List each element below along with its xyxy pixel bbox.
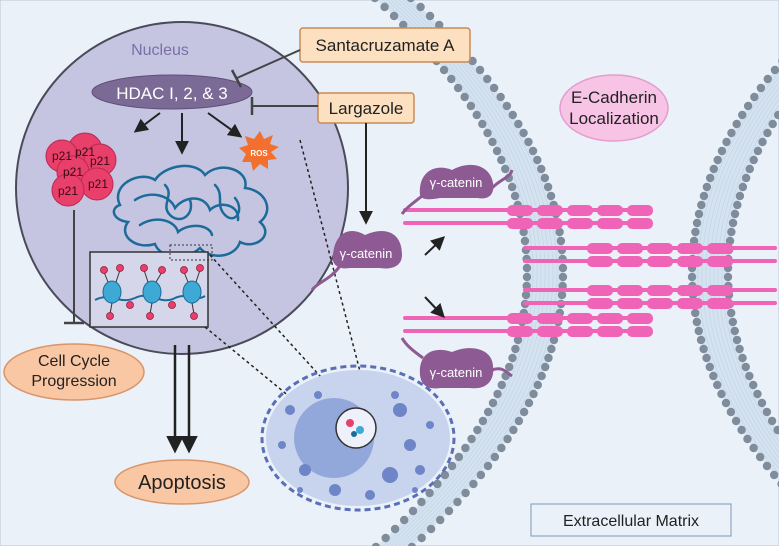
ecadherin-label-2: Localization <box>569 109 659 128</box>
cell-cycle-label-1: Cell Cycle <box>38 353 110 370</box>
p21-label-2: p21 <box>90 154 110 168</box>
ecm-box <box>530 503 732 537</box>
zoom-connector-1 <box>209 254 361 421</box>
arrow-catenin-down <box>424 296 445 319</box>
gamma-catenin-center: γ-catenin <box>310 231 402 291</box>
chromatin-highlight-box <box>169 244 213 261</box>
dna-coil-icon <box>112 164 269 258</box>
cell-cycle-label-2: Progression <box>31 373 116 390</box>
santacruzamate-box <box>299 27 471 63</box>
zoom-connector-3 <box>299 139 371 411</box>
arrow-hdac-p21 <box>133 112 161 133</box>
gamma-catenin-center-label: γ-catenin <box>340 246 393 261</box>
nucleus-label: Nucleus <box>131 42 189 59</box>
largazole-label: Largazole <box>329 99 404 118</box>
santacruzamate-label: Santacruzamate A <box>316 36 456 55</box>
ros-label: ROS <box>250 149 268 158</box>
arrow-catenin-up <box>424 236 446 256</box>
inhibit-santacruzamate-hdac <box>236 49 301 79</box>
cell-membrane <box>371 0 779 546</box>
gamma-catenin-lower-label: γ-catenin <box>430 365 483 380</box>
ecadherin-bubble <box>559 74 669 142</box>
p21-label-4: p21 <box>63 165 83 179</box>
apoptosis-ellipse <box>114 459 250 505</box>
ecm-label: Extracellular Matrix <box>563 513 699 530</box>
p21-label-6: p21 <box>58 184 78 198</box>
cadherin-domains <box>507 205 733 337</box>
hdac-label: HDAC I, 2, & 3 <box>116 84 227 103</box>
inhibit-bar-santacruzamate <box>230 69 243 88</box>
p21-label-3: p21 <box>52 149 72 163</box>
apoptosis-label: Apoptosis <box>138 472 226 494</box>
gamma-catenin-upper: γ-catenin <box>400 164 514 215</box>
cell-icon <box>260 364 456 512</box>
nucleosome-fiber <box>94 264 206 320</box>
cell-cycle-ellipse <box>3 343 145 401</box>
p21-label-1: p21 <box>75 145 95 159</box>
p21-label-5: p21 <box>88 177 108 191</box>
p21-protein-cluster-icon: p21 p21 p21 p21 p21 p21 <box>45 132 117 207</box>
ros-starburst-icon: ROS <box>239 131 279 171</box>
gamma-catenin-lower: γ-catenin <box>400 337 513 389</box>
ecadherin-label-1: E-Cadherin <box>571 88 657 107</box>
arrow-hdac-ros <box>207 112 243 138</box>
hdac-ellipse <box>91 74 253 110</box>
gamma-catenin-upper-label: γ-catenin <box>430 175 483 190</box>
